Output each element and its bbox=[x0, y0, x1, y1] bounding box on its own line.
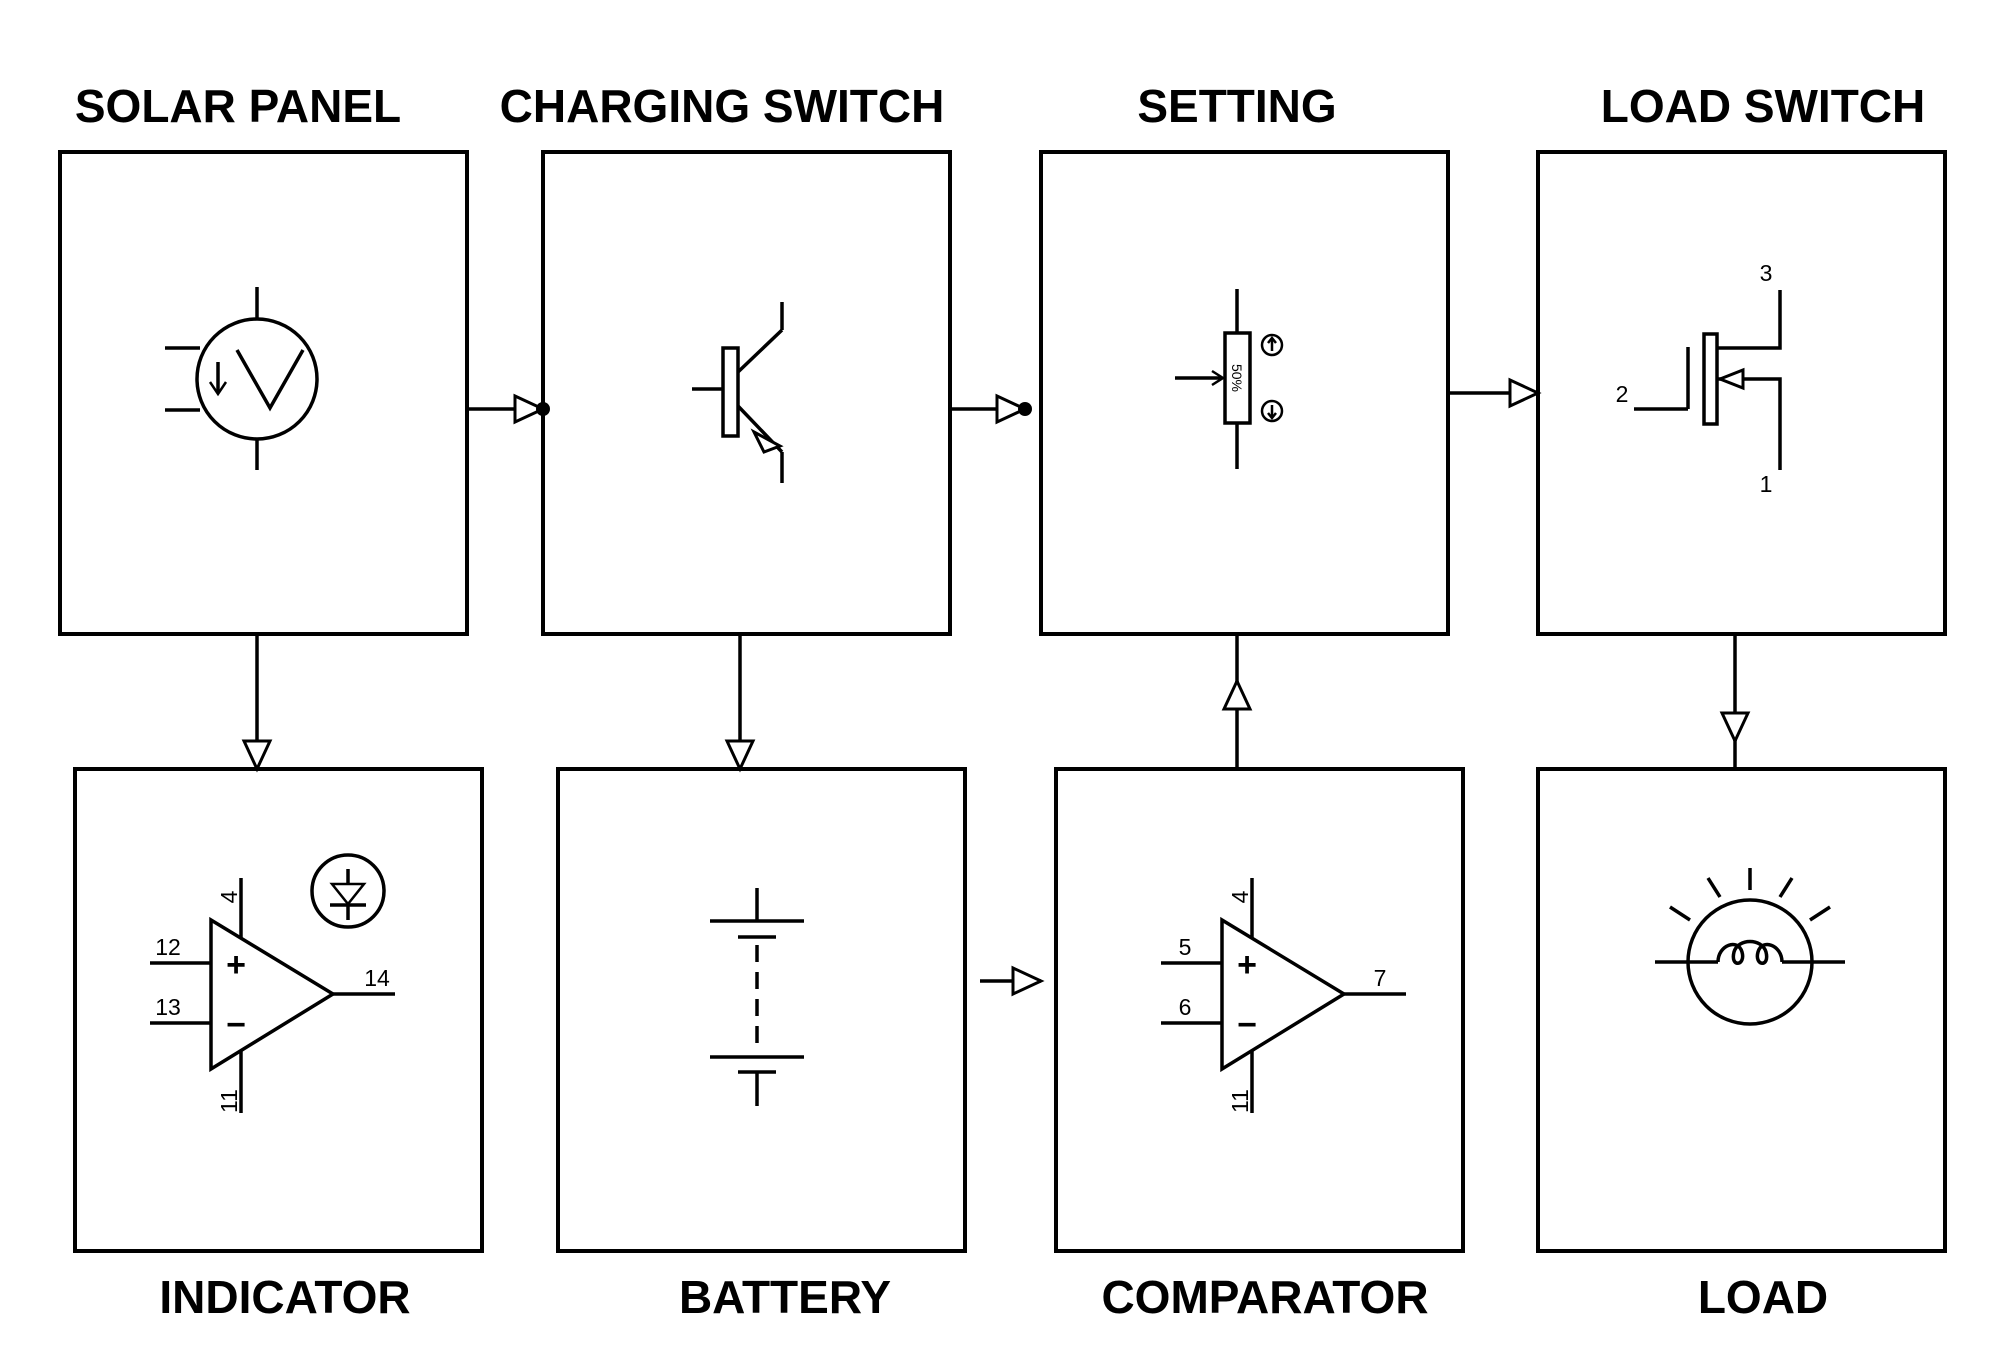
battery-icon bbox=[710, 888, 804, 1106]
solar-panel-title: SOLAR PANEL bbox=[75, 80, 401, 132]
load-title: LOAD bbox=[1698, 1271, 1828, 1323]
comparator-minus-sign: − bbox=[1237, 1006, 1257, 1044]
comparator-opamp-icon: + − 4 5 6 7 11 bbox=[1161, 878, 1406, 1113]
indicator-minus-sign: − bbox=[226, 1006, 246, 1044]
indicator-title: INDICATOR bbox=[159, 1271, 410, 1323]
comparator-pin-out: 7 bbox=[1374, 965, 1387, 991]
load-block bbox=[1536, 767, 1947, 1253]
lamp-icon bbox=[1655, 868, 1845, 1026]
setting-block bbox=[1039, 150, 1450, 636]
comparator-pin-vcc: 4 bbox=[1227, 890, 1253, 903]
mosfet-pin-drain: 3 bbox=[1760, 260, 1773, 286]
comparator-block bbox=[1054, 767, 1465, 1253]
potentiometer-icon: 50% bbox=[1175, 289, 1252, 469]
indicator-pin-minus: 13 bbox=[155, 994, 181, 1020]
led-icon bbox=[310, 853, 386, 929]
mosfet-pin-gate: 2 bbox=[1616, 381, 1629, 407]
indicator-plus-sign: + bbox=[226, 946, 246, 984]
load-switch-title: LOAD SWITCH bbox=[1601, 80, 1926, 132]
mosfet-icon: 3 2 1 bbox=[1616, 260, 1782, 497]
connection-solar-to-charging bbox=[467, 393, 550, 425]
battery-title: BATTERY bbox=[679, 1271, 891, 1323]
indicator-pin-gnd: 11 bbox=[216, 1089, 242, 1113]
mosfet-pin-source: 1 bbox=[1760, 471, 1773, 497]
decrease-icon bbox=[1260, 399, 1284, 423]
indicator-pin-vcc: 4 bbox=[216, 890, 242, 903]
indicator-opamp-icon: + − 4 12 13 14 11 bbox=[150, 878, 395, 1113]
load-switch-block bbox=[1536, 150, 1947, 636]
potentiometer-value: 50% bbox=[1229, 364, 1245, 392]
comparator-plus-sign: + bbox=[1237, 946, 1257, 984]
charging-switch-block bbox=[541, 150, 952, 636]
setting-title: SETTING bbox=[1137, 80, 1336, 132]
indicator-block bbox=[73, 767, 484, 1253]
solar-cell-icon bbox=[165, 287, 319, 470]
indicator-pin-plus: 12 bbox=[155, 934, 181, 960]
battery-block bbox=[556, 767, 967, 1253]
solar-panel-block bbox=[58, 150, 469, 636]
comparator-pin-gnd: 11 bbox=[1227, 1089, 1253, 1113]
charging-switch-title: CHARGING SWITCH bbox=[500, 80, 945, 132]
increase-icon bbox=[1260, 333, 1284, 357]
comparator-pin-plus: 5 bbox=[1179, 934, 1192, 960]
transistor-icon bbox=[692, 302, 784, 483]
comparator-title: COMPARATOR bbox=[1101, 1271, 1428, 1323]
comparator-pin-minus: 6 bbox=[1179, 994, 1192, 1020]
indicator-pin-out: 14 bbox=[364, 965, 390, 991]
connection-charging-to-setting bbox=[950, 393, 1032, 425]
